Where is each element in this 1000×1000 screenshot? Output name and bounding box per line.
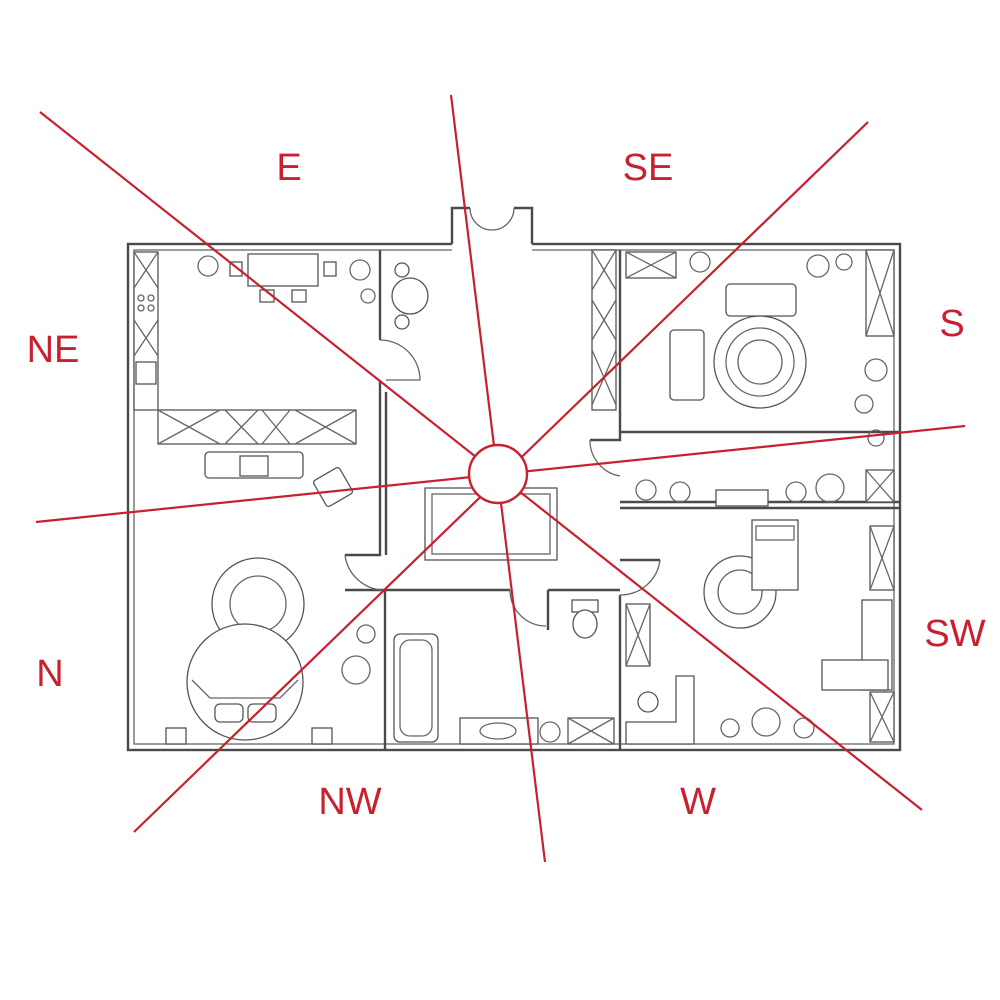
- kitchen: [133, 251, 357, 508]
- study-desk: [821, 659, 889, 691]
- bedroom-two: [703, 469, 895, 629]
- bathtub: [393, 633, 439, 743]
- plant-icon: [356, 624, 376, 644]
- shelf: [715, 489, 769, 507]
- direction-axes: [35, 94, 966, 863]
- label-southeast: SE: [623, 147, 674, 189]
- plant-icon: [720, 718, 740, 738]
- plant-icon: [635, 479, 657, 501]
- plant-icon: [751, 707, 781, 737]
- label-south: S: [939, 303, 964, 345]
- bedroom-door: [589, 439, 621, 477]
- living-door: [344, 554, 386, 591]
- plant-icon: [785, 481, 807, 503]
- label-northwest: NW: [318, 781, 381, 823]
- plant-icon: [815, 473, 845, 503]
- kitchen-cabinets: [133, 251, 159, 411]
- entrance: [450, 206, 534, 252]
- hall: [391, 249, 617, 561]
- plant-icon: [835, 253, 853, 271]
- round-table: [391, 277, 429, 315]
- label-east: E: [276, 147, 301, 189]
- nightstand-left: [165, 727, 187, 745]
- kitchen-counter: [157, 409, 357, 445]
- plant-icon: [669, 481, 691, 503]
- wardrobe: [591, 249, 617, 411]
- interior-walls: [345, 250, 900, 750]
- bedroom-sofa: [725, 283, 797, 317]
- plants: [197, 251, 888, 743]
- direction-labels: E SE NE S N SW NW W: [27, 147, 986, 823]
- label-northeast: NE: [27, 329, 80, 371]
- master-bedroom: [625, 249, 895, 409]
- single-bed: [751, 519, 799, 591]
- desk-chair: [637, 691, 659, 713]
- bathroom: [393, 599, 615, 745]
- plant-icon: [349, 259, 371, 281]
- dining-table: [247, 253, 319, 287]
- bedroom-chaise: [669, 329, 705, 401]
- label-north: N: [36, 653, 63, 695]
- entrance-door-swing: [469, 207, 515, 231]
- washbasin-counter: [459, 717, 539, 745]
- plant-icon: [689, 251, 711, 273]
- label-west: W: [680, 781, 716, 823]
- plant-icon: [854, 394, 874, 414]
- bath-door: [509, 589, 547, 627]
- plant-icon: [197, 255, 219, 277]
- living-room: [165, 557, 333, 745]
- armchair: [312, 466, 354, 508]
- plant-icon: [360, 288, 376, 304]
- study: [625, 599, 895, 745]
- bedroom-round-rug: [713, 315, 807, 409]
- plant-icon: [341, 655, 371, 685]
- plant-icon: [867, 429, 885, 447]
- kitchen-door: [379, 339, 421, 381]
- compass-center-circle: [467, 443, 529, 505]
- plant-icon: [806, 254, 830, 278]
- label-southwest: SW: [924, 613, 985, 655]
- round-bed: [186, 623, 304, 741]
- kitchen-sink: [135, 361, 157, 385]
- nightstand-right: [311, 727, 333, 745]
- kids-door: [619, 559, 661, 596]
- plant-icon: [539, 721, 561, 743]
- toilet: [572, 609, 598, 639]
- corner-desk: [625, 675, 695, 745]
- plant-icon: [864, 358, 888, 382]
